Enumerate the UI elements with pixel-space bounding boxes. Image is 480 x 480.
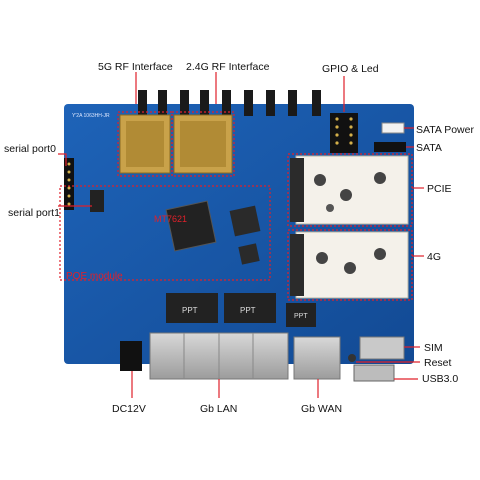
- lte-4g-slot: [290, 231, 409, 299]
- label-reset: Reset: [424, 357, 452, 369]
- lan-ports: [149, 332, 289, 380]
- sata-power-connector: [381, 122, 405, 134]
- label-gb-lan: Gb LAN: [200, 403, 238, 415]
- label-usb30: USB3.0: [422, 373, 459, 385]
- label-serial-port0: serial port0: [4, 143, 56, 155]
- label-gpio-led: GPIO & Led: [322, 63, 379, 75]
- label-gb-wan: Gb WAN: [301, 403, 343, 415]
- label-serial-port1: serial port1: [8, 207, 60, 219]
- ethernet-transformers: PPT PPT PPT: [166, 293, 316, 327]
- poe-label: POE module: [66, 271, 123, 282]
- transformer-1-label: PPT: [182, 306, 198, 315]
- transformer-3-label: PPT: [294, 313, 308, 320]
- soc-label: MT7621: [154, 214, 187, 224]
- label-pcie: PCIE: [427, 183, 452, 195]
- sata-connector: [374, 142, 406, 152]
- transformer-2-label: PPT: [240, 306, 256, 315]
- label-5g-rf-interface: 5G RF Interface: [98, 61, 173, 73]
- label-sata: SATA: [416, 142, 442, 154]
- label-sata-power: SATA Power: [416, 124, 474, 136]
- label-dc12v: DC12V: [112, 403, 146, 415]
- dc-jack: [120, 341, 142, 371]
- serial-headers: [64, 158, 104, 212]
- label-24g-rf-interface: 2.4G RF Interface: [186, 61, 270, 73]
- usb-port: [353, 364, 395, 382]
- label-4g: 4G: [427, 251, 442, 263]
- sim-slot: [359, 336, 405, 360]
- wan-port: [293, 336, 341, 380]
- label-sim: SIM: [424, 342, 443, 354]
- soc-chip: MT7621: [154, 200, 217, 252]
- gpio-header: [330, 113, 358, 153]
- reset-button: [348, 354, 356, 362]
- antenna-connectors: [138, 90, 321, 116]
- pcb-marking: Y'2A 1063HH-JR: [72, 113, 110, 119]
- pcie-slot: [290, 155, 409, 225]
